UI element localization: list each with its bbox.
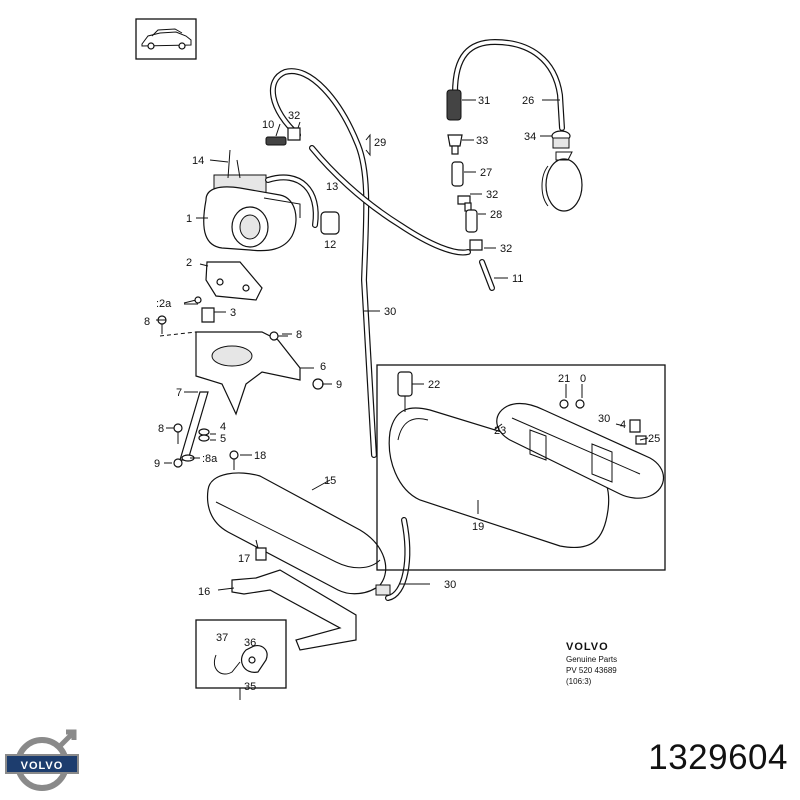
support-rod-7 xyxy=(179,391,209,461)
bolt-2a xyxy=(183,296,202,304)
callout-25: 25 xyxy=(648,433,660,445)
callout-30: 30 xyxy=(598,413,610,425)
callout-9: 9 xyxy=(336,379,342,391)
hose-end-11 xyxy=(479,259,495,291)
callout-35: 35 xyxy=(244,681,256,693)
clip-17 xyxy=(255,547,267,561)
callout-13: 13 xyxy=(326,181,338,193)
clip-inset-35 xyxy=(195,619,287,689)
callout-18: 18 xyxy=(254,450,266,462)
volvo-logo-text: VOLVO xyxy=(21,760,64,772)
bolt-8b xyxy=(269,331,288,341)
callout-33: 33 xyxy=(476,135,488,147)
connector-28 xyxy=(465,209,478,233)
callout-2a: :2a xyxy=(156,298,172,310)
stamp-line3: (106:3) xyxy=(566,677,592,686)
check-valve-33 xyxy=(447,134,463,155)
callout-8a: :8a xyxy=(202,453,218,465)
callout-15: 15 xyxy=(324,475,336,487)
callout-8: 8 xyxy=(144,316,150,328)
callout-8: 8 xyxy=(158,423,164,435)
screw-20 xyxy=(575,399,585,409)
hose-clamp-34 xyxy=(551,130,571,149)
callout-17: 17 xyxy=(238,553,250,565)
nut-9 xyxy=(312,378,324,390)
callout-28: 28 xyxy=(490,209,502,221)
vacuum-canister xyxy=(541,151,583,212)
callout-7: 7 xyxy=(176,387,182,399)
callout-20: 0 xyxy=(580,373,586,385)
callout-19: 19 xyxy=(472,521,484,533)
connector-27 xyxy=(451,161,464,187)
callout-36: 36 xyxy=(244,637,256,649)
nut-9b xyxy=(173,454,195,468)
callout-4: 4 xyxy=(220,421,226,433)
bolt-8 xyxy=(157,315,167,334)
callout-29: 29 xyxy=(374,137,386,149)
bracket-2 xyxy=(205,261,263,301)
callout-30: 30 xyxy=(384,306,396,318)
stamp-line1: Genuine Parts xyxy=(566,655,617,664)
callout-1: 1 xyxy=(186,213,192,225)
callout-32: 32 xyxy=(500,243,512,255)
callout-32: 32 xyxy=(288,110,300,122)
hose-piece-12 xyxy=(320,211,340,235)
callout-21: 21 xyxy=(558,373,570,385)
callout-3: 3 xyxy=(230,307,236,319)
callout-23: 23 xyxy=(494,425,506,437)
sun-visor-19 xyxy=(388,407,610,548)
callout-31: 31 xyxy=(478,95,490,107)
screw-21 xyxy=(559,399,569,409)
part-number: 1329604 xyxy=(648,738,788,777)
mounting-plate-6 xyxy=(159,331,301,416)
callout-4: 4 xyxy=(620,419,626,431)
tee-connector-32c xyxy=(287,127,301,141)
nut-3 xyxy=(201,307,215,323)
genuine-parts-stamp: VOLVO Genuine Parts PV 520 43689 (106:3) xyxy=(566,641,617,686)
bracket-4 xyxy=(629,419,641,433)
callout-16: 16 xyxy=(198,586,210,598)
stamp-line2: PV 520 43689 xyxy=(566,666,617,675)
hose-end-10 xyxy=(265,136,287,146)
washer-5 xyxy=(198,428,210,442)
callout-30: 30 xyxy=(444,579,456,591)
callout-34: 34 xyxy=(524,131,536,143)
bolt-8c xyxy=(173,423,183,444)
callout-6: 6 xyxy=(320,361,326,373)
callout-10: 10 xyxy=(262,119,274,131)
vacuum-pump-1 xyxy=(203,149,301,252)
callout-2: 2 xyxy=(186,257,192,269)
callout-27: 27 xyxy=(480,167,492,179)
callout-26: 26 xyxy=(522,95,534,107)
volvo-logo: VOLVO xyxy=(5,729,79,791)
vacuum-hose-30 xyxy=(269,68,471,601)
vacuum-reservoir-15 xyxy=(206,472,391,596)
tee-connector-32b xyxy=(469,239,483,251)
sun-visor-inset xyxy=(376,364,666,571)
tee-connector-32 xyxy=(457,195,472,212)
car-silhouette-icon xyxy=(135,18,197,60)
connector-22 xyxy=(397,371,413,412)
hose-13 xyxy=(265,174,319,228)
callout-11: 11 xyxy=(512,273,523,285)
leader-lines xyxy=(156,99,649,700)
bracket-16 xyxy=(231,569,357,651)
callout-labels: 31 26 33 34 27 32 28 32 11 32 10 29 14 1… xyxy=(144,95,660,693)
callout-22: 22 xyxy=(428,379,440,391)
sun-visor-frame xyxy=(496,402,665,499)
callout-32: 32 xyxy=(486,189,498,201)
vacuum-hose-26 xyxy=(452,38,565,131)
screw-18 xyxy=(229,450,239,470)
hose-section-31 xyxy=(446,89,462,121)
callout-14: 14 xyxy=(192,155,204,167)
callout-5: 5 xyxy=(220,433,226,445)
callout-37: 37 xyxy=(216,632,228,644)
callout-12: 12 xyxy=(324,239,336,251)
stamp-brand: VOLVO xyxy=(566,641,609,653)
callout-9: 9 xyxy=(154,458,160,470)
callout-8: 8 xyxy=(296,329,302,341)
